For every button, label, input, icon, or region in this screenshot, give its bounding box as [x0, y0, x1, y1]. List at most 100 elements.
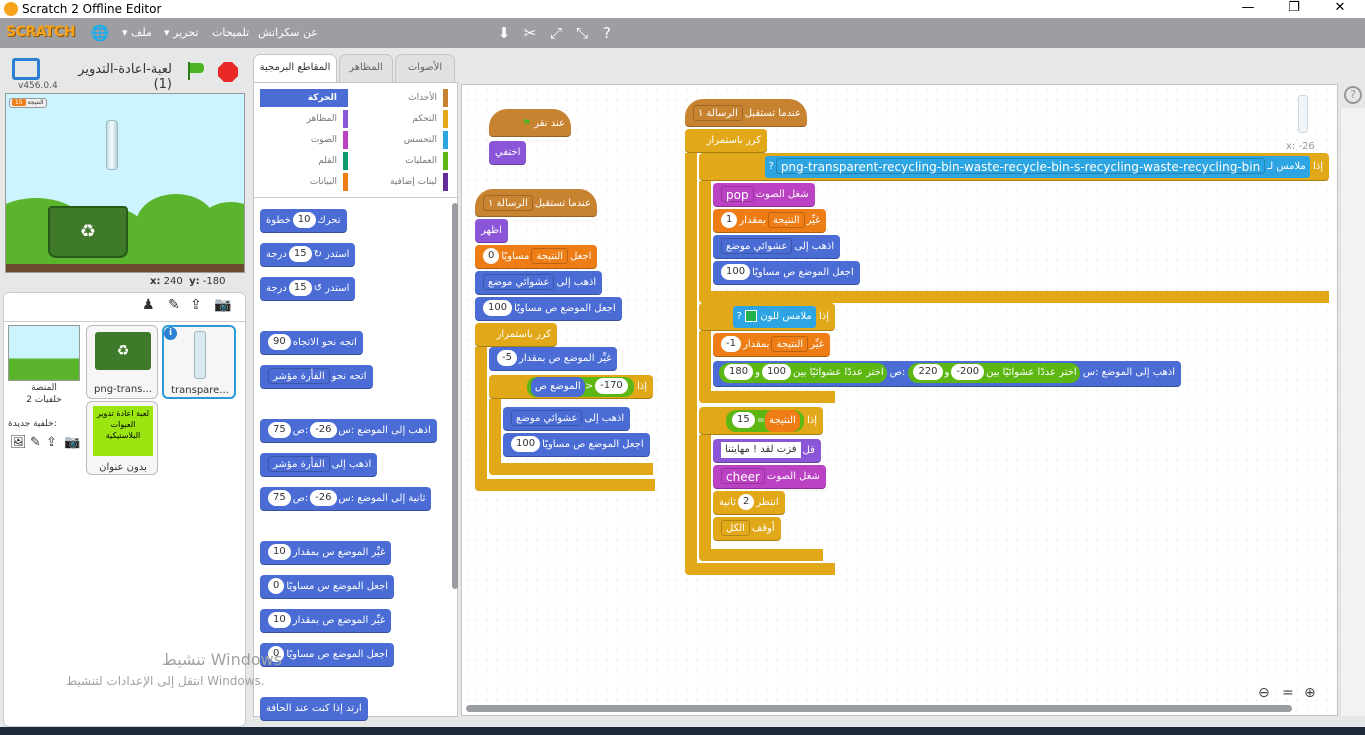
- category-control[interactable]: التحكم: [360, 110, 448, 128]
- palette-set-y-block[interactable]: اجعل الموضع ص مساويًا0: [260, 643, 394, 667]
- when-flag-clicked-hat[interactable]: عند نقر ⚑: [489, 109, 571, 137]
- wait-block[interactable]: انتظر2ثانية: [713, 491, 785, 515]
- when-receive-hat-2[interactable]: عندما تستقبلالرسالة ١: [685, 99, 807, 127]
- change-score-block-2[interactable]: غيِّرالنتيجةبمقدار-1: [713, 333, 830, 357]
- play-sound-pop-block[interactable]: شغل الصوتpop: [713, 183, 815, 207]
- palette-point-towards-block[interactable]: اتجه نحوالفأرة مؤشر: [260, 365, 373, 389]
- scratch-logo[interactable]: SCRATCH: [6, 24, 75, 40]
- change-score-block[interactable]: غيِّرالنتيجةبمقدار1: [713, 209, 827, 233]
- stage-coordinates: x: 240 y: -180: [150, 276, 226, 287]
- palette-bounce-block[interactable]: ارتد إذا كنت عند الحافة: [260, 697, 368, 721]
- category-more-blocks[interactable]: لبنات إضافية: [360, 173, 448, 191]
- camera-sprite-icon[interactable]: 📷: [214, 297, 232, 313]
- category-data[interactable]: البيانات: [260, 173, 348, 191]
- category-sensing[interactable]: التحسس: [360, 131, 448, 149]
- help-side-icon[interactable]: ?: [1344, 86, 1362, 104]
- stage-thumbnail[interactable]: [8, 325, 80, 381]
- palette-goto-xy-block[interactable]: اذهب إلى الموضع :س-26:ص75: [260, 419, 437, 443]
- info-icon[interactable]: i: [164, 327, 177, 340]
- menu-about[interactable]: عن سكراتش: [258, 26, 318, 39]
- forever-block-2[interactable]: كرر باستمرار: [685, 129, 767, 153]
- minimize-icon[interactable]: —: [1241, 0, 1255, 15]
- upload-sprite-icon[interactable]: ⇪: [190, 297, 202, 313]
- recycle-bin-sprite[interactable]: ♻: [48, 206, 128, 258]
- palette-change-y-block[interactable]: غيِّر الموضع ص بمقدار10: [260, 609, 392, 633]
- play-sound-cheer-block[interactable]: شغل الصوتcheer: [713, 465, 826, 489]
- paint-sprite-icon[interactable]: ✎: [168, 297, 180, 313]
- zoom-in-icon[interactable]: ⊕: [1304, 685, 1316, 701]
- tab-sounds[interactable]: الأصوات: [395, 54, 455, 82]
- palette-set-x-block[interactable]: اجعل الموضع س مساويًا0: [260, 575, 395, 599]
- script-area[interactable]: عند نقر ⚑ اختفي عندما تستقبلالرسالة ١ اظ…: [461, 84, 1338, 716]
- zoom-reset-icon[interactable]: =: [1282, 685, 1294, 701]
- goto-random-block[interactable]: اذهب إلىعشوائي موضع: [475, 271, 603, 295]
- green-flag-icon: ⚑: [522, 118, 532, 129]
- hide-block[interactable]: اختفي: [489, 141, 527, 165]
- taskbar: [0, 727, 1365, 735]
- palette-move-block[interactable]: تحرك10خطوة: [260, 209, 347, 233]
- palette-scrollbar[interactable]: [452, 203, 458, 589]
- if-touching-color-block[interactable]: إذا ملامس للون ?: [699, 303, 835, 331]
- goto-random-block-2[interactable]: اذهب إلىعشوائي موضع: [503, 407, 631, 431]
- set-y-block-3[interactable]: اجعل الموضع ص مساويًا100: [713, 261, 860, 285]
- bottle-sprite[interactable]: [106, 120, 118, 170]
- menu-file[interactable]: ▾ ملف: [122, 26, 152, 39]
- set-variable-block[interactable]: اجعلالنتيجةمساويًا0: [475, 245, 598, 269]
- set-y-block[interactable]: اجعل الموضع ص مساويًا100: [475, 297, 622, 321]
- script-h-scrollbar[interactable]: [466, 705, 1292, 712]
- paint-backdrop-icon[interactable]: ✎: [30, 435, 41, 450]
- camera-backdrop-icon[interactable]: 📷: [64, 435, 81, 450]
- shrink-icon[interactable]: ⤡: [575, 24, 588, 42]
- sprite-preview: [1298, 95, 1308, 133]
- palette-goto-block[interactable]: اذهب إلىالفأرة مؤشر: [260, 453, 378, 477]
- sprite-thumb-bottle[interactable]: i transpare...: [162, 325, 236, 399]
- if-score-equals-block[interactable]: إذا النتيجة=15: [699, 407, 823, 435]
- maximize-icon[interactable]: ❐: [1288, 0, 1300, 15]
- menu-tips[interactable]: تلميحات: [212, 26, 250, 39]
- if-block[interactable]: إذا -170<الموضع ص: [489, 375, 653, 399]
- delete-icon[interactable]: ✂: [523, 24, 537, 42]
- zoom-out-icon[interactable]: ⊖: [1258, 685, 1270, 701]
- sprite-thumb-title[interactable]: لعبة اعادة تدوير العبوات البلاستيكية بدو…: [86, 401, 158, 475]
- when-receive-hat-1[interactable]: عندما تستقبلالرسالة ١: [475, 189, 597, 217]
- sprite-library-icon[interactable]: ♟: [142, 297, 155, 313]
- forever-block[interactable]: كرر باستمرار: [475, 323, 557, 347]
- goto-xy-random-block[interactable]: اذهب إلى الموضع :س اختر عددًا عشوائيًا ب…: [713, 361, 1182, 387]
- help-icon[interactable]: ?: [603, 24, 611, 42]
- palette-glide-block[interactable]: ثانية إلى الموضع :س-26:ص75: [260, 487, 432, 511]
- tab-scripts[interactable]: المقاطع البرمجية: [253, 54, 337, 84]
- project-name[interactable]: لعبة-اعادة-التدوير (1): [78, 62, 172, 92]
- close-icon[interactable]: ✕: [1334, 0, 1346, 15]
- duplicate-icon[interactable]: ⬇: [497, 24, 511, 42]
- category-pen[interactable]: القلم: [260, 152, 348, 170]
- backdrop-library-icon[interactable]: 🖼: [10, 435, 27, 450]
- show-block[interactable]: اظهر: [475, 219, 508, 243]
- change-y-block[interactable]: غيِّر الموضع ص بمقدار-5: [489, 347, 618, 371]
- category-operators[interactable]: العمليات: [360, 152, 448, 170]
- stop-icon[interactable]: [218, 62, 238, 82]
- palette-turn-right-block[interactable]: استدر ↻15درجة: [260, 243, 356, 267]
- category-looks[interactable]: المظاهر: [260, 110, 348, 128]
- globe-icon[interactable]: 🌐: [90, 24, 110, 42]
- palette-turn-left-block[interactable]: استدر ↺15درجة: [260, 277, 356, 301]
- palette-change-x-block[interactable]: غيِّر الموضع س بمقدار10: [260, 541, 392, 565]
- say-block[interactable]: قلفزت لقد ! مهايتنا: [713, 439, 821, 463]
- upload-backdrop-icon[interactable]: ⇪: [46, 435, 57, 450]
- green-flag-icon[interactable]: [186, 62, 206, 80]
- fullscreen-icon[interactable]: [12, 58, 40, 80]
- window-title: Scratch 2 Offline Editor: [22, 2, 162, 16]
- set-y-block-2[interactable]: اجعل الموضع ص مساويًا100: [503, 433, 650, 457]
- palette-point-direction-block[interactable]: اتجه نحو الاتجاه90: [260, 331, 363, 355]
- color-swatch[interactable]: [745, 310, 758, 322]
- sprite-thumb-bin[interactable]: ♻ png-trans...: [86, 325, 158, 399]
- category-motion[interactable]: الحركة: [260, 89, 348, 107]
- category-events[interactable]: الأحداث: [360, 89, 448, 107]
- goto-random-block-3[interactable]: اذهب إلىعشوائي موضع: [713, 235, 841, 259]
- category-sound[interactable]: الصوت: [260, 131, 348, 149]
- tab-costumes[interactable]: المظاهر: [339, 54, 393, 82]
- if-touching-block[interactable]: إذا ملامس لـpng-transparent-recycling-bi…: [699, 153, 1329, 181]
- stage-canvas[interactable]: النتيجة 15 ♻: [5, 93, 245, 273]
- grow-icon[interactable]: ⤢: [549, 24, 562, 42]
- menu-edit[interactable]: ▾ تحرير: [164, 26, 199, 39]
- stop-all-block[interactable]: أوقفالكل: [713, 517, 781, 541]
